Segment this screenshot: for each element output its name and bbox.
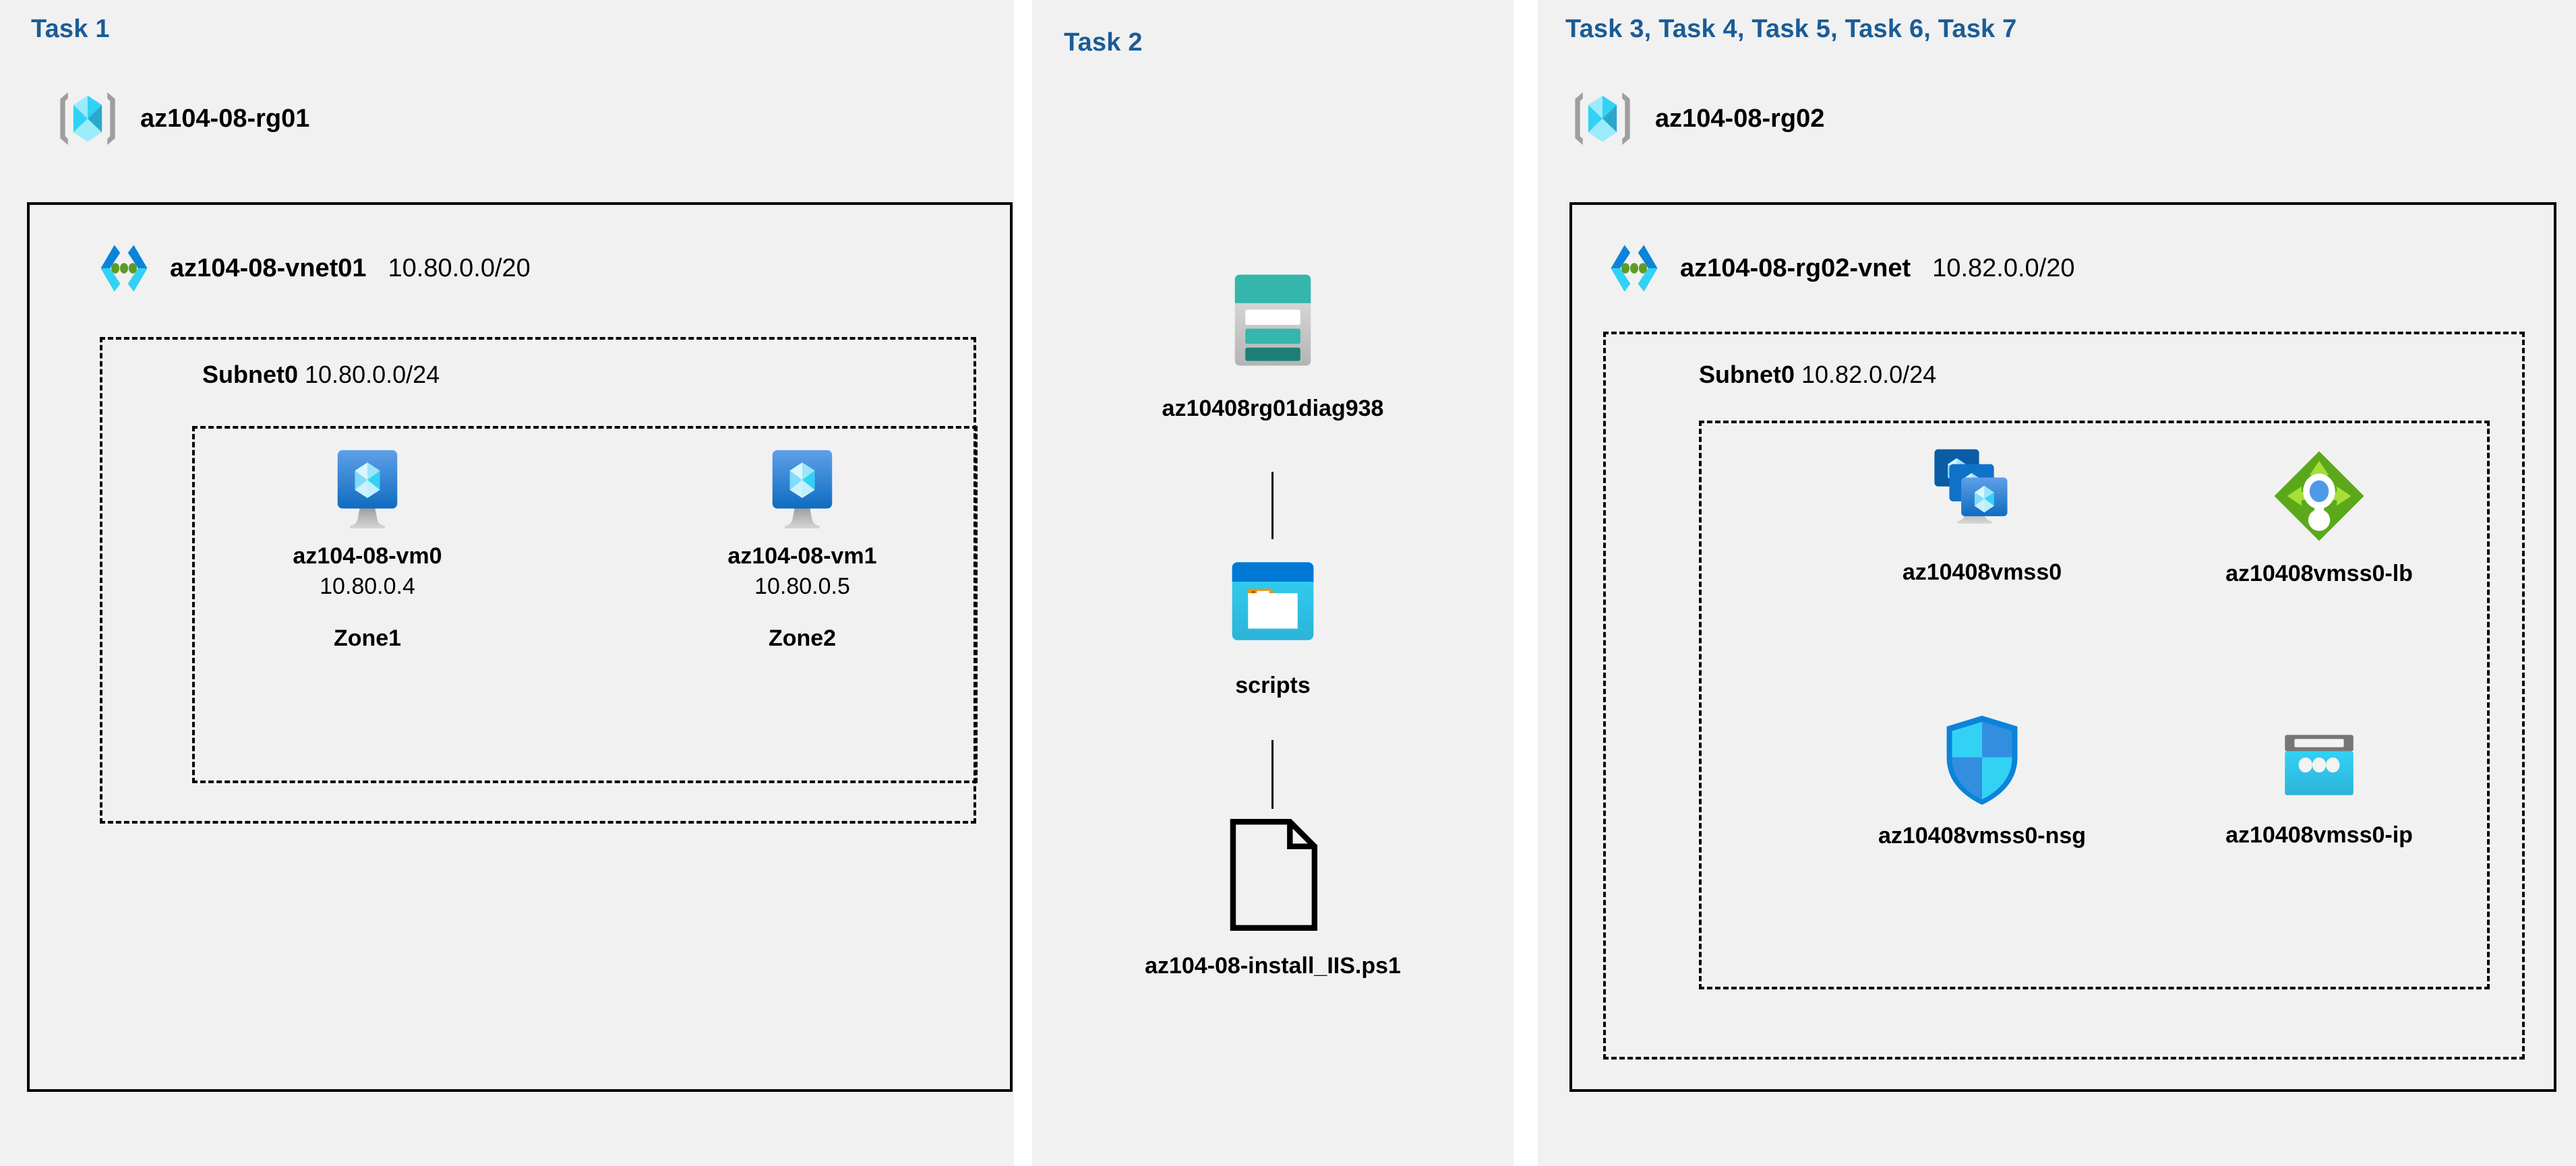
vnet-cidr: 10.80.0.0/20	[388, 253, 531, 282]
blob-container-name: scripts	[1235, 673, 1311, 698]
task3-panel	[1538, 0, 2576, 1166]
task3-subnet-box	[1603, 332, 2525, 1060]
task1-vnet-header: az104-08-vnet01 10.80.0.0/20	[93, 237, 531, 299]
script-file-icon	[1221, 814, 1325, 935]
task3-label: Task 3, Task 4, Task 5, Task 6, Task 7	[1565, 15, 2017, 43]
vm-zone: Zone1	[333, 625, 402, 651]
script-file-node: az104-08-install_IIS.ps1	[1079, 814, 1467, 979]
public-ip-node: az10408vmss0-ip	[2144, 721, 2494, 849]
task3-resources-box	[1699, 421, 2490, 989]
vnet-cidr: 10.82.0.0/20	[1932, 253, 2075, 282]
blob-container-node: scripts	[1120, 545, 1426, 699]
subnet-name: Subnet0	[1699, 361, 1795, 388]
subnet-cidr: 10.82.0.0/24	[1801, 361, 1937, 388]
network-security-group-icon	[1939, 711, 2025, 809]
task1-vnet-box	[27, 202, 1013, 1092]
task2-label: Task 2	[1064, 28, 1143, 57]
vmss-node: az10408vmss0	[1807, 445, 2157, 586]
vnet-name: az104-08-rg02-vnet	[1680, 253, 1911, 282]
vm-name: az104-08-vm0	[293, 543, 442, 569]
task3-resource-group: az104-08-rg02	[1567, 84, 1824, 154]
load-balancer-name: az10408vmss0-lb	[2225, 561, 2413, 586]
vnet-name: az104-08-vnet01	[170, 253, 367, 282]
task3-vnet-header: az104-08-rg02-vnet 10.82.0.0/20	[1603, 237, 2074, 299]
subnet-name: Subnet0	[202, 361, 299, 388]
nsg-node: az10408vmss0-nsg	[1807, 711, 2157, 849]
resource-group-icon	[1567, 84, 1638, 154]
resource-group-name: az104-08-rg01	[140, 104, 310, 133]
storage-account-icon	[1212, 259, 1334, 381]
task1-panel	[0, 0, 1014, 1166]
resource-group-name: az104-08-rg02	[1655, 104, 1825, 133]
task1-zones-box	[192, 426, 978, 783]
vmss-name: az10408vmss0	[1902, 559, 2062, 585]
vm-node-0: az104-08-vm0 10.80.0.4 Zone1	[266, 445, 469, 652]
vm-ip: 10.80.0.5	[754, 574, 850, 599]
public-ip-address-icon	[2275, 721, 2363, 809]
task3-vnet-box	[1569, 202, 2556, 1092]
vm-ip: 10.80.0.4	[320, 574, 415, 599]
load-balancer-icon	[2268, 445, 2370, 547]
storage-account-node: az10408rg01diag938	[1120, 259, 1426, 422]
virtual-network-icon	[1603, 237, 1665, 299]
vm-node-1: az104-08-vm1 10.80.0.5 Zone2	[701, 445, 903, 652]
vm-scale-set-icon	[1928, 445, 2036, 546]
blob-container-icon	[1216, 545, 1329, 658]
storage-account-name: az10408rg01diag938	[1162, 396, 1384, 421]
virtual-machine-icon	[328, 445, 407, 532]
vm-zone: Zone2	[768, 625, 837, 651]
nsg-name: az10408vmss0-nsg	[1878, 823, 2087, 849]
vm-name: az104-08-vm1	[727, 543, 877, 569]
task1-label: Task 1	[31, 15, 110, 43]
container-to-script-connector	[1271, 740, 1274, 809]
virtual-network-icon	[93, 237, 155, 299]
script-file-name: az104-08-install_IIS.ps1	[1145, 953, 1401, 979]
resource-group-icon	[53, 84, 123, 154]
subnet-cidr: 10.80.0.0/24	[305, 361, 440, 388]
load-balancer-node: az10408vmss0-lb	[2144, 445, 2494, 587]
public-ip-name: az10408vmss0-ip	[2225, 822, 2413, 848]
storage-to-container-connector	[1271, 472, 1274, 539]
task1-resource-group: az104-08-rg01	[53, 84, 309, 154]
virtual-machine-icon	[762, 445, 842, 532]
